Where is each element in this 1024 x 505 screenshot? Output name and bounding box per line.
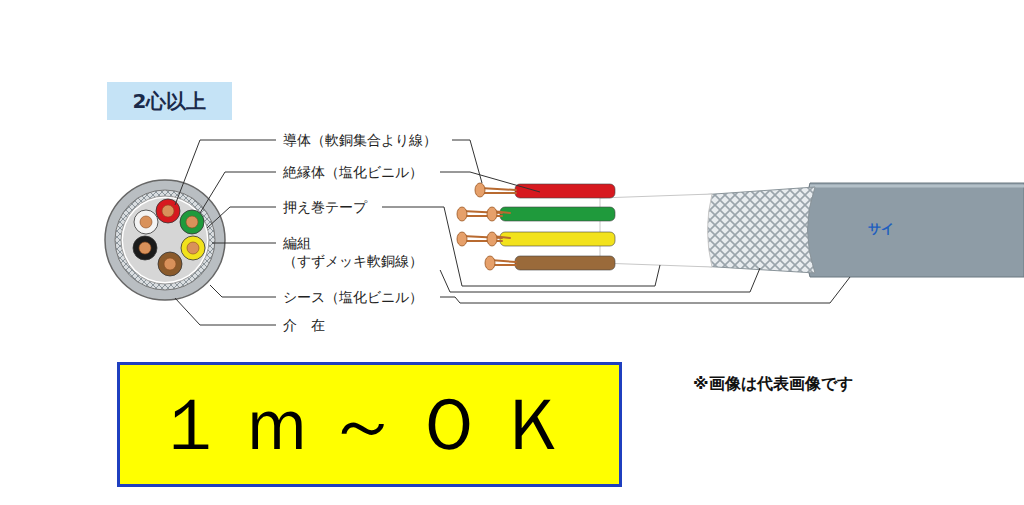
part-label: 押え巻テープ [283, 198, 367, 216]
note: ※画像は代表画像です [693, 374, 853, 395]
heading-tag: 2心以上 [107, 82, 232, 120]
node-text: １ｍ～ＯＫ [155, 377, 585, 473]
part-label: 介 在 [283, 316, 325, 334]
part-label: 絶縁体（塩化ビニル） [283, 163, 423, 181]
part-label: 導体（軟銅集合より線） [283, 131, 437, 149]
part-label: 編組 （すずメッキ軟銅線） [283, 234, 443, 270]
length-banner: １ｍ～ＯＫ [117, 362, 622, 487]
sheath-print: サイ [868, 221, 894, 238]
cross-section [105, 180, 225, 300]
part-label: シース（塩化ビニル） [283, 288, 423, 306]
leader-line [175, 140, 850, 325]
cable-side-view [457, 183, 1024, 277]
node-text: 2心以上 [133, 88, 207, 115]
